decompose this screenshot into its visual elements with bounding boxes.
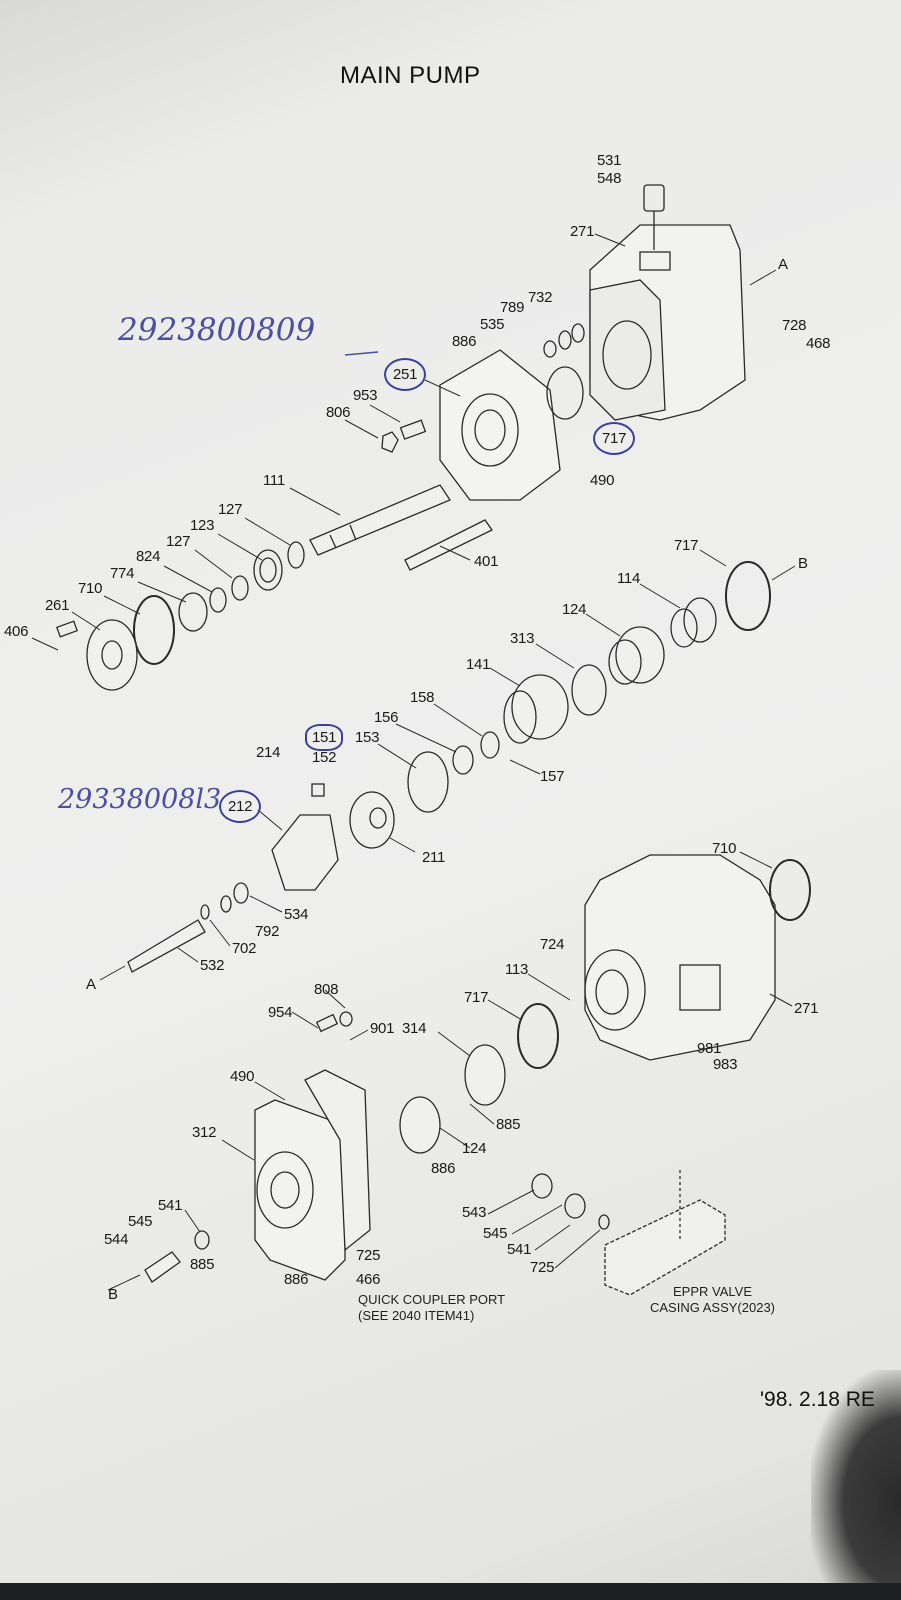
part-label: 535 xyxy=(480,316,505,333)
finger-shadow xyxy=(811,1370,901,1590)
part-label: 717 xyxy=(674,537,699,554)
note-line: QUICK COUPLER PORT xyxy=(358,1292,506,1307)
leader-lines xyxy=(31,233,796,1291)
part-label: 886 xyxy=(284,1271,309,1288)
part-label: A xyxy=(86,976,96,993)
part-label: 774 xyxy=(110,565,135,582)
photo-edge xyxy=(0,1583,901,1600)
part-label: 534 xyxy=(284,906,309,923)
part-label: 466 xyxy=(356,1271,381,1288)
part-label: 261 xyxy=(45,597,70,614)
part-label: 127 xyxy=(166,533,191,550)
part-label: 710 xyxy=(712,840,737,857)
part-label: 214 xyxy=(256,744,281,761)
handwritten-part-number: 29338008l3 xyxy=(58,784,222,815)
part-label: 725 xyxy=(356,1247,381,1264)
part-label: 806 xyxy=(326,404,351,421)
eppr-valve-note: EPPR VALVE CASING ASSY(2023) xyxy=(645,1284,780,1316)
valve-block xyxy=(254,1069,371,1281)
part-label: 981 xyxy=(697,1040,722,1057)
part-label: 141 xyxy=(466,656,491,673)
part-label: 124 xyxy=(462,1140,487,1157)
part-label: 541 xyxy=(507,1241,532,1258)
part-label: 152 xyxy=(312,749,337,766)
part-label: 153 xyxy=(355,729,380,746)
part-label: 157 xyxy=(540,768,565,785)
part-label: 127 xyxy=(218,501,243,518)
part-label: 885 xyxy=(190,1256,215,1273)
pump-housing-bottom xyxy=(584,854,776,1061)
part-label: 789 xyxy=(500,299,525,316)
part-label: 271 xyxy=(794,1000,819,1017)
part-label: 724 xyxy=(540,936,565,953)
part-label: 702 xyxy=(232,940,257,957)
part-label: 124 xyxy=(562,601,587,618)
part-label: B xyxy=(108,1286,118,1303)
part-label: 406 xyxy=(4,623,29,640)
part-label: 114 xyxy=(617,570,641,587)
part-label: 717 xyxy=(464,989,489,1006)
note-line: EPPR VALVE xyxy=(673,1284,752,1299)
part-label: 271 xyxy=(570,223,595,240)
part-label: 111 xyxy=(263,472,285,489)
part-label: A xyxy=(778,256,788,273)
part-label: 808 xyxy=(314,981,339,998)
part-label: 548 xyxy=(597,170,622,187)
part-label: 545 xyxy=(483,1225,508,1242)
part-label: 312 xyxy=(192,1124,217,1141)
pump-housing-top xyxy=(589,184,746,421)
part-label: 543 xyxy=(462,1204,487,1221)
part-label: 401 xyxy=(474,553,499,570)
part-label: 531 xyxy=(597,152,622,169)
part-label: 886 xyxy=(452,333,477,350)
handwritten-part-number: 2923800809 xyxy=(118,312,316,348)
part-label: 885 xyxy=(496,1116,521,1133)
part-label: 541 xyxy=(158,1197,183,1214)
part-label: 983 xyxy=(713,1056,738,1073)
part-label: 545 xyxy=(128,1213,153,1230)
part-label: 314 xyxy=(402,1020,427,1037)
part-label: 113 xyxy=(505,961,529,978)
part-label: 792 xyxy=(255,923,280,940)
part-label: 901 xyxy=(370,1020,395,1037)
note-line: CASING ASSY(2023) xyxy=(650,1300,775,1315)
part-label-circled: 151 xyxy=(305,724,344,751)
part-label: 211 xyxy=(422,849,446,866)
part-label: 156 xyxy=(374,709,399,726)
part-label-circled: 212 xyxy=(219,790,262,823)
note-line: (SEE 2040 ITEM41) xyxy=(358,1308,475,1323)
part-label: B xyxy=(798,555,808,572)
part-label-circled: 717 xyxy=(593,422,636,455)
part-label: 123 xyxy=(190,517,215,534)
part-label: 532 xyxy=(200,957,225,974)
part-label: 313 xyxy=(510,630,535,647)
port-block xyxy=(439,349,561,501)
part-label: 158 xyxy=(410,689,435,706)
part-label-circled: 251 xyxy=(384,358,427,391)
part-label: 490 xyxy=(590,472,615,489)
part-label: 544 xyxy=(104,1231,129,1248)
part-label: 824 xyxy=(136,548,161,565)
part-label: 953 xyxy=(353,387,378,404)
part-label: 710 xyxy=(78,580,103,597)
part-label: 732 xyxy=(528,289,553,306)
part-label: 886 xyxy=(431,1160,456,1177)
part-label: 490 xyxy=(230,1068,255,1085)
part-label: 725 xyxy=(530,1259,555,1276)
part-label: 468 xyxy=(806,335,831,352)
drive-shaft xyxy=(309,484,451,556)
page-title: MAIN PUMP xyxy=(340,62,481,89)
part-label: 728 xyxy=(782,317,807,334)
part-label: 954 xyxy=(268,1004,293,1021)
quick-coupler-note: QUICK COUPLER PORT (SEE 2040 ITEM41) xyxy=(358,1292,505,1324)
revision-date: '98. 2.18 RE xyxy=(760,1388,875,1411)
